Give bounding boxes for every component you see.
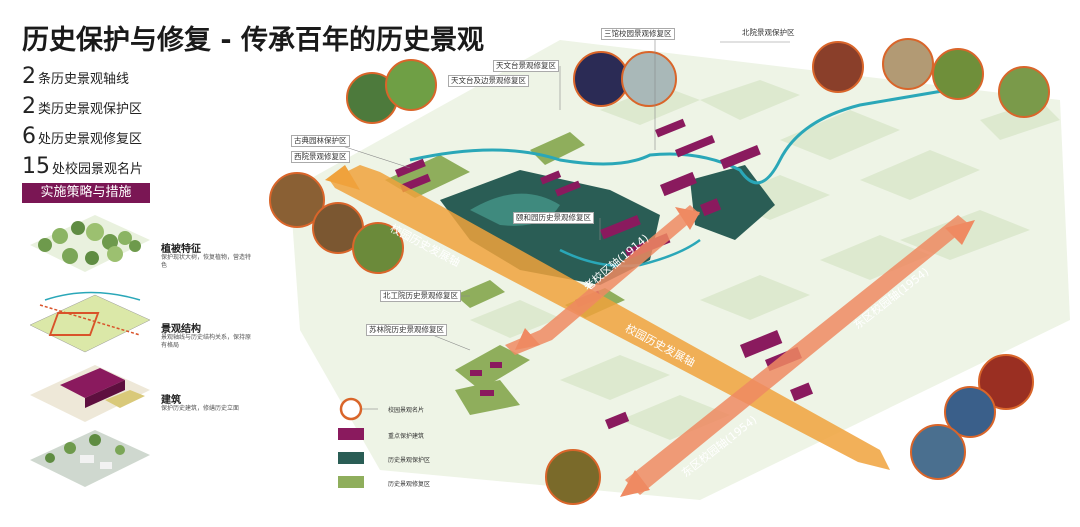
stat-label: 条历史景观轴线 [38, 72, 130, 87]
layer-structure [29, 291, 151, 353]
layer-desc-vegetation: 保护现状大树，恢复植物，营造特色 [161, 254, 252, 269]
layer-campus [30, 430, 150, 487]
stat-number: 2 [22, 64, 36, 89]
area-tag: 天文台景观修复区 [493, 60, 559, 72]
legend-swatches [338, 397, 378, 488]
area-tag: 北院景观保护区 [740, 28, 797, 38]
layer-desc-buildings: 保护历史建筑，修缮历史立面 [161, 405, 240, 412]
layer-title-structure: 景观结构 [161, 324, 201, 335]
legend-label-restoration: 历史景观修复区 [388, 481, 431, 488]
layer-title-buildings: 建筑 [161, 395, 181, 406]
legend-building-swatch [338, 428, 364, 440]
stat-number: 15 [22, 154, 50, 179]
axis-1914 [505, 205, 700, 355]
layer-buildings [30, 365, 150, 422]
legend-label-building: 重点保护建筑 [388, 433, 425, 440]
stat-label: 处校园景观名片 [52, 162, 144, 177]
legend-restoration-swatch [338, 476, 364, 488]
area-tag: 北工院历史景观修复区 [380, 290, 461, 302]
legend-photo-swatch [339, 397, 363, 421]
area-tag: 天文台及边景观修复区 [448, 75, 529, 87]
area-tag: 颐和园历史景观修复区 [513, 212, 594, 224]
stat-number: 6 [22, 124, 36, 149]
legend-label-protection: 历史景观保护区 [388, 457, 431, 464]
river [409, 86, 961, 185]
layer-title-vegetation: 植被特征 [161, 244, 201, 255]
strategy-label: 实施策略与措施 [22, 183, 150, 203]
stat-number: 2 [22, 94, 36, 119]
layer-desc-structure: 景观轴线与历史结构关系，保持原有格局 [161, 334, 252, 349]
stat-label: 类历史景观保护区 [38, 102, 143, 117]
stat-label: 处历史景观修复区 [38, 132, 143, 147]
legend-label-photo: 校园景观名片 [388, 407, 425, 414]
area-tag: 古典园林保护区 [291, 135, 350, 147]
area-tag: 三馆校园景观修复区 [601, 28, 675, 40]
layer-vegetation [30, 215, 150, 272]
legend-protection-swatch [338, 452, 364, 464]
campus-photo-icons [269, 38, 1050, 505]
axis-1954 [620, 215, 975, 497]
area-tag: 西院景观修复区 [291, 151, 350, 163]
page-title: 历史保护与修复 - 传承百年的历史景观 [22, 25, 485, 56]
area-tag: 苏林院历史景观修复区 [366, 324, 447, 336]
